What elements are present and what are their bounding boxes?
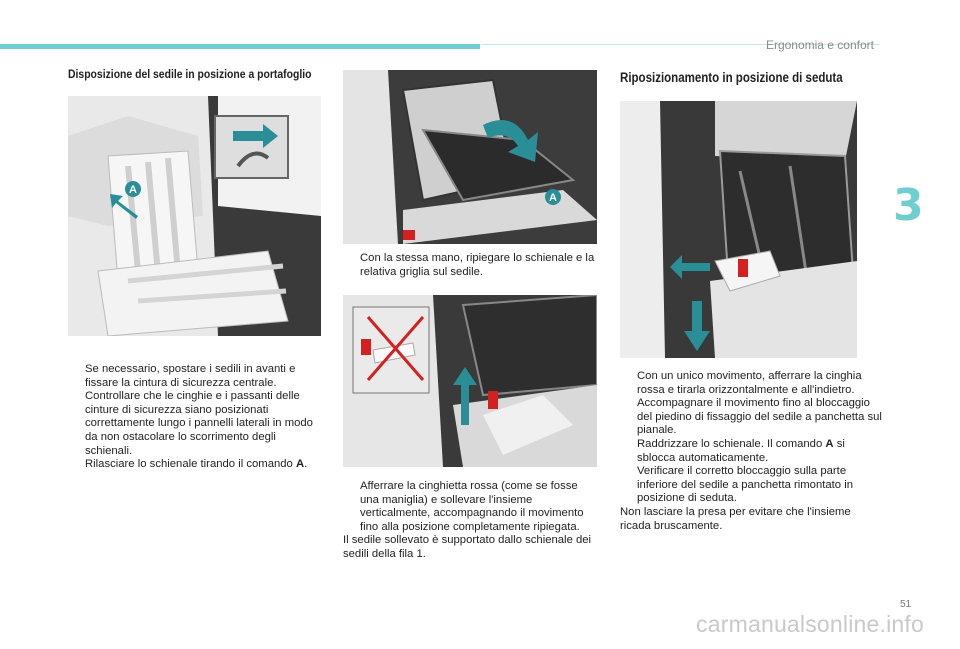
middle-instructions-top: Con la stessa mano, ripiegare lo schiena… xyxy=(343,252,597,279)
control-label: A xyxy=(295,458,305,471)
fold-backrest-illustration: A xyxy=(343,70,597,244)
step-text: Verificare il corretto bloccaggio sulla … xyxy=(637,465,854,505)
reposition-seat-illustration xyxy=(620,101,857,358)
step-text-end: . xyxy=(304,458,308,471)
left-instructions: Se necessario, spostare i sedili in avan… xyxy=(68,363,323,472)
header-accent-bar xyxy=(0,44,480,49)
chapter-number: 3 xyxy=(893,180,924,231)
list-item: Afferrare la cinghietta rossa (come se f… xyxy=(343,480,599,534)
note-text: Il sedile sollevato è supportato dallo s… xyxy=(343,534,592,560)
step-text: Con la stessa mano, ripiegare lo schiena… xyxy=(360,252,595,278)
step-text: Controllare che le cinghie e i passanti … xyxy=(85,390,313,457)
header-rule xyxy=(482,44,879,45)
step-text: Con un unico movimento, afferrare la cin… xyxy=(637,370,882,437)
section-title: Ergonomia e confort xyxy=(765,38,874,52)
label-a-marker-2: A xyxy=(549,192,557,204)
right-section-heading: Riposizionamento in posizione di seduta xyxy=(620,70,843,85)
seat-release-illustration: A xyxy=(68,96,321,336)
left-section-heading: Disposizione del sedile in posizione a p… xyxy=(68,67,312,81)
note-text: Non lasciare la presa per evitare che l'… xyxy=(620,505,851,532)
list-item: Verificare il corretto bloccaggio sulla … xyxy=(620,465,882,506)
right-instructions: Con un unico movimento, afferrare la cin… xyxy=(620,370,882,533)
control-label: A xyxy=(825,437,834,450)
page-number: 51 xyxy=(900,599,912,610)
middle-instructions-bottom: Afferrare la cinghietta rossa (come se f… xyxy=(343,480,599,562)
list-item: Controllare che le cinghie e i passanti … xyxy=(68,390,323,458)
label-a-marker: A xyxy=(129,184,137,196)
list-item: Rilasciare lo schienale tirando il coman… xyxy=(68,458,323,472)
list-item: Se necessario, spostare i sedili in avan… xyxy=(68,363,323,390)
step-text: Afferrare la cinghietta rossa (come se f… xyxy=(360,480,584,533)
list-item: Con un unico movimento, afferrare la cin… xyxy=(620,370,882,438)
step-text: Rilasciare lo schienale tirando il coman… xyxy=(85,458,296,471)
list-item: Raddrizzare lo schienale. Il comando A s… xyxy=(620,438,882,465)
step-text: Raddrizzare lo schienale. Il comando xyxy=(637,437,826,450)
list-item: Con la stessa mano, ripiegare lo schiena… xyxy=(343,252,597,279)
step-text-end: si sblocca automaticamente. xyxy=(637,437,845,464)
watermark: carmanualsonline.info xyxy=(696,611,924,637)
lift-seat-illustration xyxy=(343,295,597,467)
step-text: Se necessario, spostare i sedili in avan… xyxy=(85,363,296,389)
